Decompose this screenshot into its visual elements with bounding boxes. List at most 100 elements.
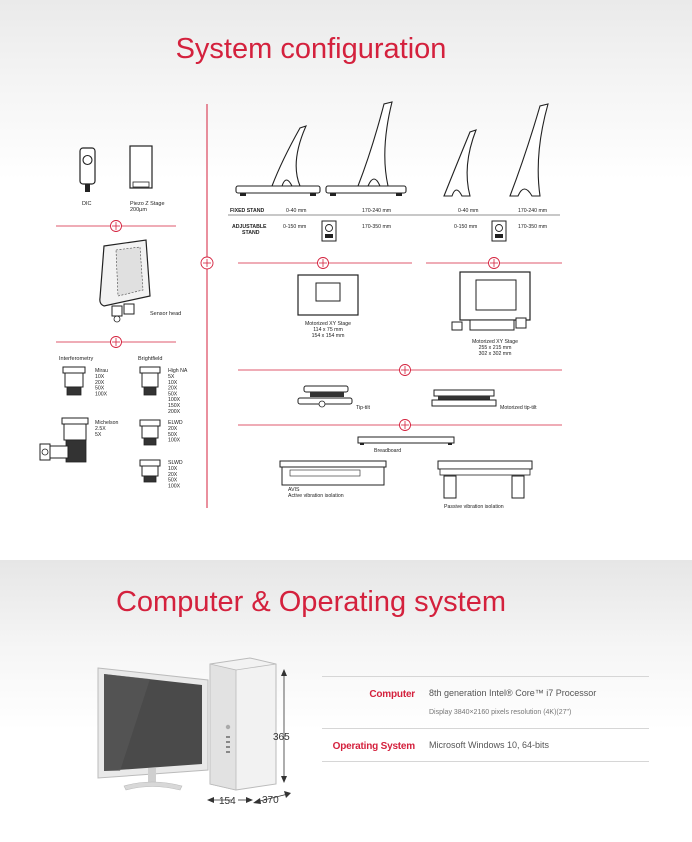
spec-value-sub: Display 3840×2160 pixels resolution (4K)… [429, 709, 572, 716]
fixed-range-2: 170-240 mm [362, 208, 391, 214]
spec-row-computer: Computer 8th generation Intel® Core™ i7 … [322, 676, 649, 728]
tower-icon [209, 657, 277, 791]
list-item: 100X [95, 391, 108, 397]
plus-circle-icon [110, 220, 122, 232]
list-item: 154 x 154 mm [312, 333, 345, 339]
list-item: 114 x 75 mm [313, 327, 343, 333]
dic-label: DIC [82, 201, 92, 207]
list-item: 5X [168, 374, 175, 380]
adjustable-range-3: 0-150 mm [454, 224, 477, 230]
dim-height: 365 [273, 732, 290, 743]
spec-value: Microsoft Windows 10, 64-bits [429, 739, 649, 752]
list-item: Motorized XY Stage [305, 321, 351, 327]
adjustable-knob-icon [491, 220, 507, 242]
sensor-head-icon [99, 239, 151, 323]
fixed-stand-tall-icon [325, 101, 407, 196]
spec-value-main: 8th generation Intel® Core™ i7 Processor [429, 688, 597, 698]
system-configuration-diagram: DIC Piezo Z Stage 200µm Sensor head Inte… [39, 101, 562, 510]
mirau-title: Mirau [95, 368, 108, 374]
adjustable-stand-label-1: ADJUSTABLE [232, 224, 267, 230]
list-item: 5X [95, 432, 102, 438]
list-item: Active vibration isolation [288, 493, 344, 499]
list-item: 10X [168, 466, 178, 472]
list-item: 255 x 215 mm [479, 345, 512, 351]
computer-illustration: 365 154 370 [97, 657, 291, 807]
dic-icon [79, 147, 96, 192]
motorized-tip-tilt-icon [431, 389, 497, 407]
list-item: 50X [168, 391, 178, 397]
tip-tilt-icon [297, 385, 353, 408]
plus-circle-icon [110, 336, 122, 348]
slwd-objective-icon [139, 459, 161, 483]
list-item: 10X [95, 374, 105, 380]
passive-isolation-icon [437, 460, 533, 499]
michelson-title: Michelson [95, 420, 118, 426]
interferometry-label: Interferometry [59, 356, 93, 362]
plus-circle-icon [200, 256, 214, 270]
list-item: 302 x 302 mm [479, 351, 512, 357]
mirau-objective-icon [62, 366, 86, 396]
list-item: 10X [168, 380, 178, 386]
plus-circle-icon [399, 419, 411, 431]
breadboard-label: Breadboard [374, 448, 401, 454]
adjustable-stand-label-2: STAND [242, 230, 260, 236]
motorized-tip-tilt-label: Motorized tip-tilt [500, 405, 537, 411]
system-configuration-title: System configuration [175, 33, 447, 65]
computer-spec-table: Computer 8th generation Intel® Core™ i7 … [322, 676, 649, 762]
piezo-stage-icon [129, 145, 153, 189]
stand-small-icon [443, 129, 477, 197]
spec-value-main: Microsoft Windows 10, 64-bits [429, 740, 550, 750]
spec-label: Computer [369, 689, 415, 700]
list-item: 50X [95, 386, 105, 392]
plus-circle-icon [399, 364, 411, 376]
adjustable-knob-icon [321, 220, 337, 242]
adjustable-range-2: 170-350 mm [362, 224, 391, 230]
adjustable-range-1: 0-150 mm [283, 224, 306, 230]
tip-tilt-label: Tip-tilt [356, 405, 370, 411]
monitor-icon [97, 667, 209, 791]
elwd-title: ELWD [168, 420, 183, 426]
fixed-stand-label: FIXED STAND [230, 208, 264, 214]
elwd-objective-icon [139, 419, 161, 446]
piezo-range: 200µm [130, 207, 147, 213]
dim-width: 154 [219, 796, 236, 807]
fixed-range-4: 170-240 mm [518, 208, 547, 214]
high-na-title: High NA [168, 368, 188, 374]
plus-circle-icon [317, 257, 329, 269]
fixed-range-1: 0-40 mm [286, 208, 306, 214]
fixed-range-3: 0-40 mm [458, 208, 478, 214]
spec-label: Operating System [332, 741, 416, 752]
breadboard-icon [357, 436, 455, 445]
list-item: Motorized XY Stage [472, 339, 518, 345]
brightfield-label: Brightfield [138, 356, 162, 362]
passive-isolation-label: Passive vibration isolation [444, 504, 504, 510]
list-item: 50X [168, 432, 178, 438]
list-item: 150X [168, 403, 181, 409]
plus-circle-icon [488, 257, 500, 269]
high-na-objective-icon [139, 366, 161, 396]
list-item: 100X [168, 438, 181, 444]
stand-tall-icon [509, 103, 549, 197]
michelson-objective-icon [39, 417, 89, 463]
computer-section-title: Computer & Operating system [115, 586, 507, 618]
adjustable-range-4: 170-350 mm [518, 224, 547, 230]
list-item: 20X [168, 472, 178, 478]
avis-icon [279, 460, 387, 486]
slwd-title: SLWD [168, 460, 183, 466]
list-item: 20X [95, 380, 105, 386]
spec-value: 8th generation Intel® Core™ i7 Processor… [429, 687, 649, 719]
list-item: 20X [168, 386, 178, 392]
list-item: 50X [168, 478, 178, 484]
piezo-label: Piezo Z Stage [130, 201, 165, 207]
motorized-xy-stage-small-icon [297, 274, 359, 316]
fixed-stand-small-icon [235, 125, 321, 196]
list-item: 100X [168, 483, 181, 489]
